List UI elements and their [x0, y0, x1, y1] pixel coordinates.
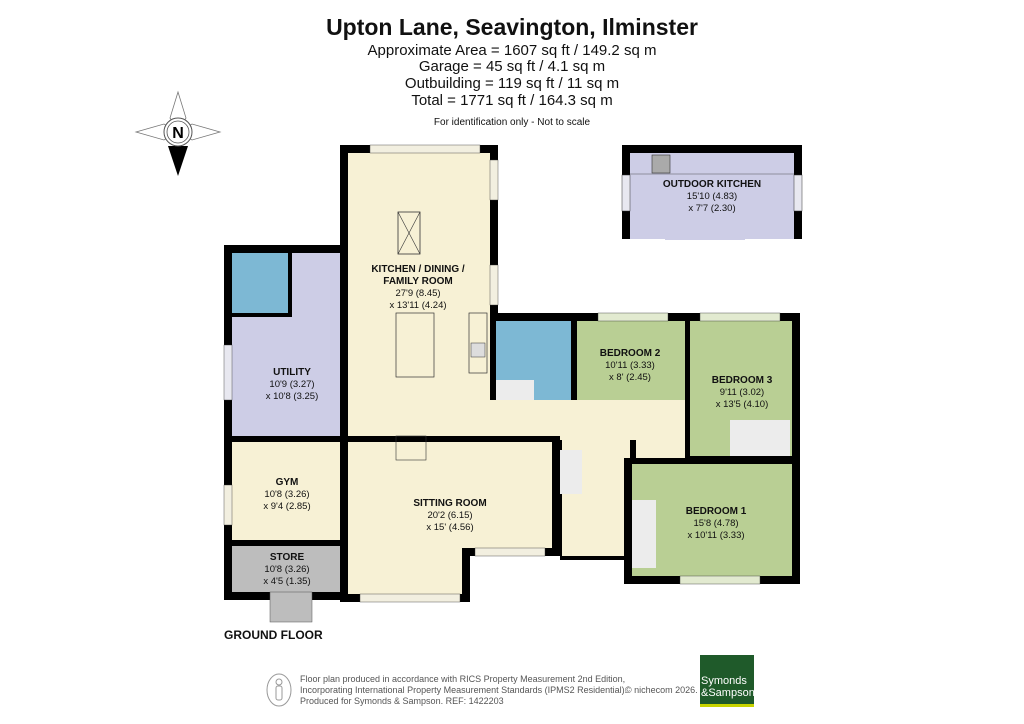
property-title: Upton Lane, Seavington, Ilminster	[326, 14, 698, 40]
garage-area: Garage = 45 sq ft / 4.1 sq m	[418, 58, 606, 75]
svg-text:N: N	[172, 125, 184, 142]
outbuilding-area: Outbuilding = 119 sq ft / 11 sq m	[404, 75, 620, 92]
north-compass-icon: N	[134, 90, 222, 176]
floor-label: GROUND FLOOR	[224, 628, 323, 642]
house-walls	[223, 144, 800, 623]
copyright: © nichecom 2026.	[625, 685, 698, 695]
total-area: Total = 1771 sq ft / 164.3 sq m	[411, 92, 613, 109]
approx-area: Approximate Area = 1607 sq ft / 149.2 sq…	[367, 42, 657, 59]
footer-notes: Floor plan produced in accordance with R…	[300, 674, 628, 706]
disclaimer: For identification only - Not to scale	[433, 117, 591, 128]
outdoor-kitchen	[621, 145, 803, 240]
symonds-sampson-logo: Symonds &Sampson	[700, 655, 755, 707]
accessibility-person-icon	[266, 673, 292, 707]
